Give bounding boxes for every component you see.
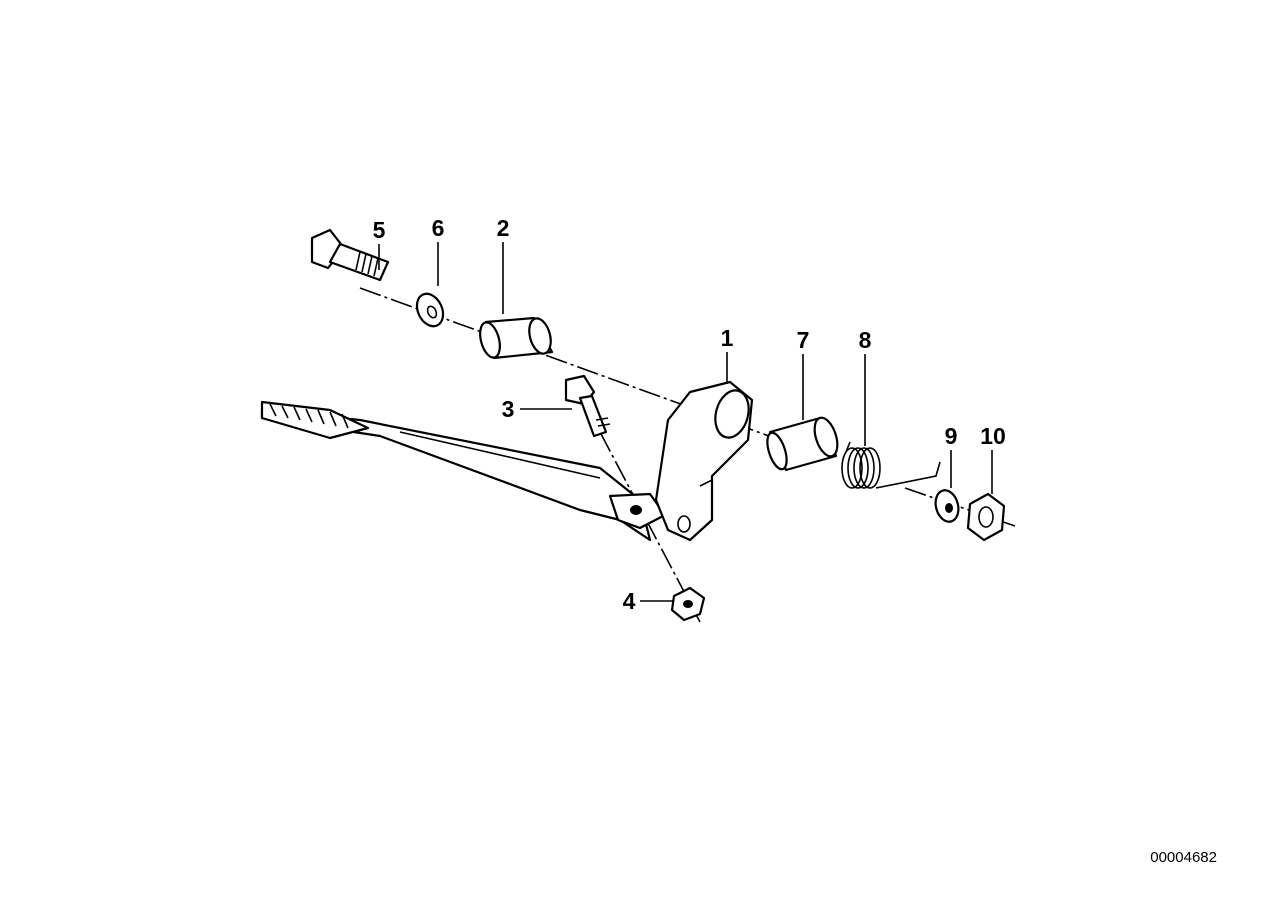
washer-small-part	[934, 489, 960, 523]
callout-8: 8	[859, 327, 872, 353]
washer-part	[415, 292, 445, 328]
callout-4: 4	[623, 588, 636, 614]
callout-10: 10	[980, 423, 1006, 449]
nut-part	[966, 492, 1006, 542]
callout-9: 9	[945, 423, 958, 449]
callout-2: 2	[497, 215, 510, 241]
bushing-part	[479, 316, 554, 360]
sleeve-part	[766, 416, 839, 472]
torsion-spring-part	[841, 441, 941, 489]
callout-1: 1	[721, 325, 734, 351]
shoulder-bolt-part	[310, 228, 390, 282]
brake-pedal-lever-part	[260, 380, 754, 542]
callout-6: 6	[432, 215, 445, 241]
spring-axis-line	[904, 487, 1016, 527]
lower-nut-part	[670, 586, 706, 622]
catalog-number: 00004682	[1150, 849, 1217, 866]
callout-3: 3	[502, 396, 515, 422]
callout-7: 7	[797, 327, 810, 353]
callout-5: 5	[373, 217, 386, 243]
hex-bolt-part	[564, 374, 611, 438]
